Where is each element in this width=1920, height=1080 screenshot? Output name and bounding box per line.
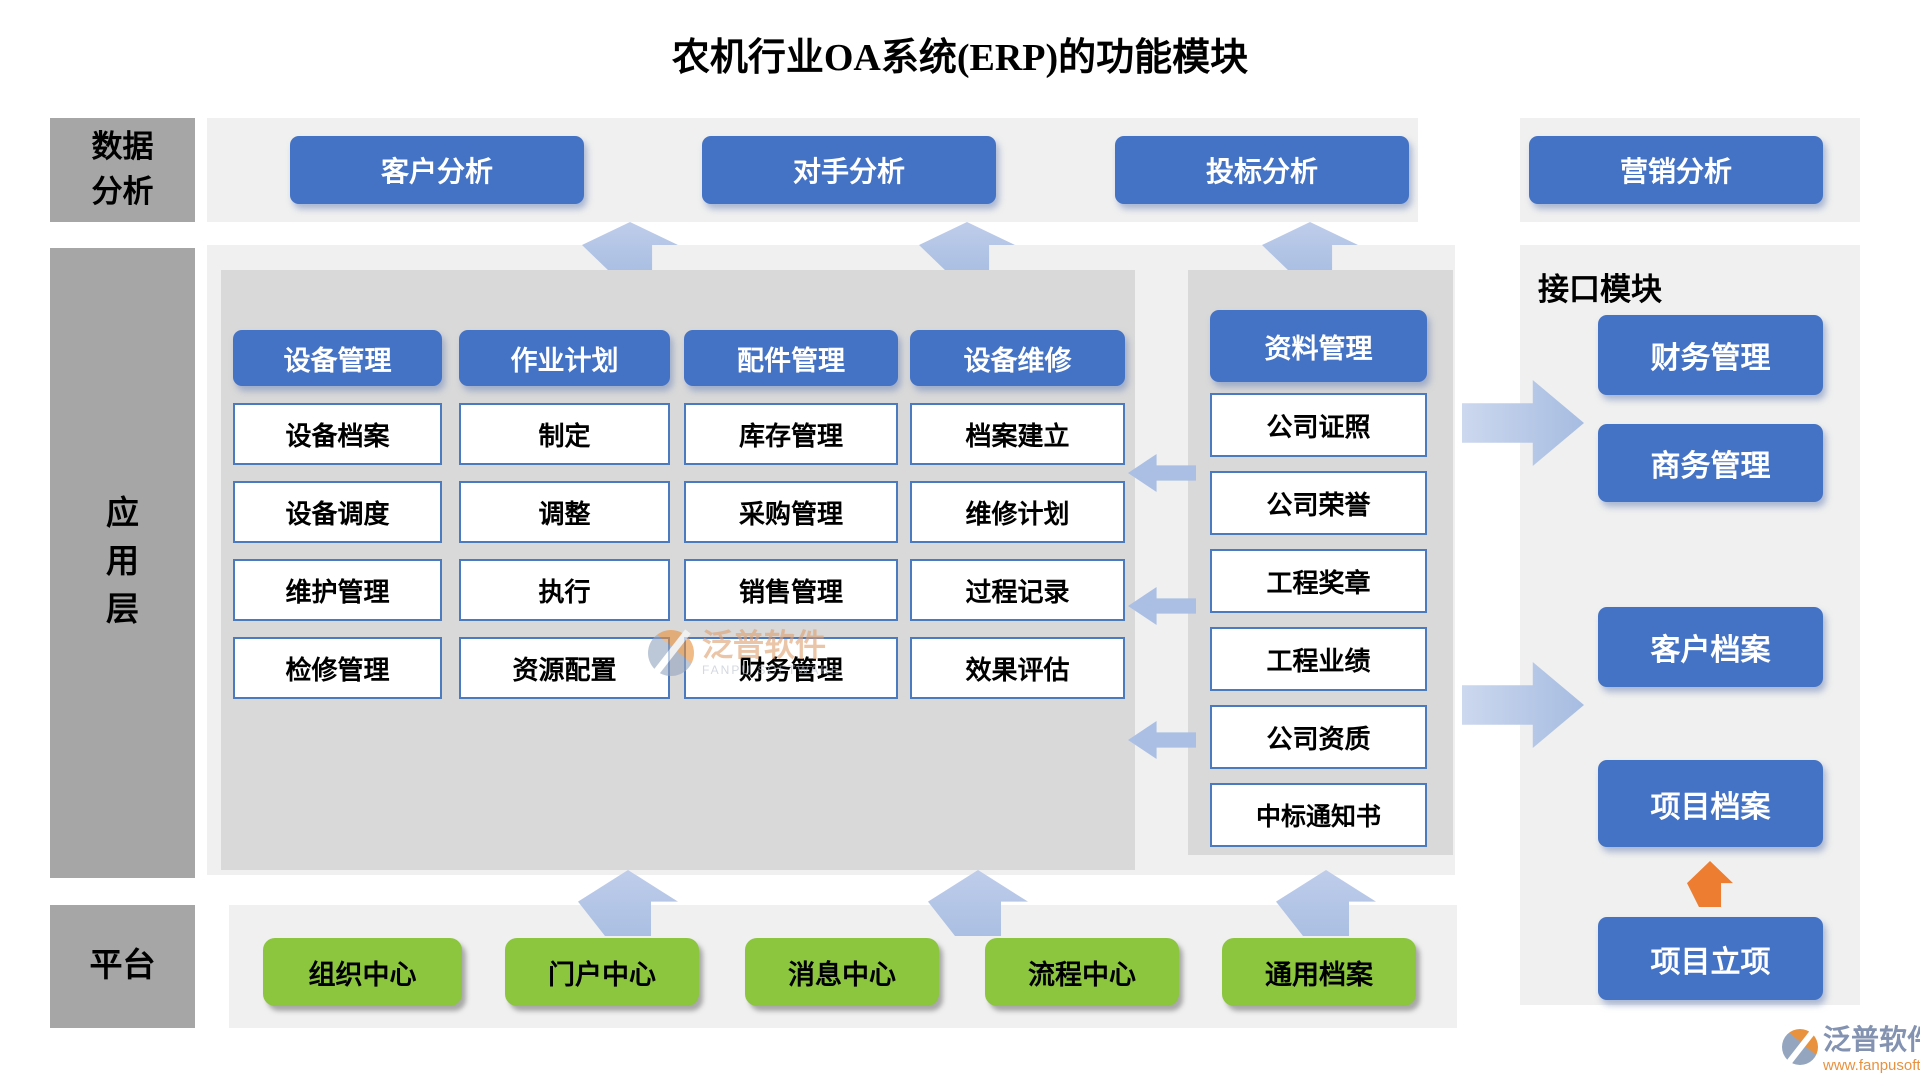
platform-button-process-center: 流程中心 — [985, 938, 1179, 1006]
diagram-title: 农机行业OA系统(ERP)的功能模块 — [671, 37, 1249, 79]
watermark-subtext: FANPU SOFTWARE — [702, 663, 841, 677]
interface-button-business: 商务管理 — [1598, 424, 1823, 502]
sidebar-label-text: 应用层 — [105, 496, 139, 628]
analysis-button-competitor: 对手分析 — [702, 136, 996, 204]
platform-button-portal-center: 门户中心 — [505, 938, 699, 1006]
platform-button-general-archive: 通用档案 — [1222, 938, 1416, 1006]
sidebar-label-platform: 平台 — [50, 905, 195, 1028]
sidebar-label-application-layer: 应用层 — [50, 248, 195, 878]
watermark-logo-icon — [648, 630, 694, 676]
module-box: 制定 — [459, 403, 670, 465]
column-header-equipment-repair: 设备维修 — [910, 330, 1125, 386]
module-box: 调整 — [459, 481, 670, 543]
module-box: 财务管理 — [684, 637, 898, 699]
module-box: 设备档案 — [233, 403, 442, 465]
module-box: 维护管理 — [233, 559, 442, 621]
sidebar-label-text: 平台 — [89, 947, 156, 984]
watermark-text: 泛普软件 — [702, 628, 826, 663]
column-header-parts-management: 配件管理 — [684, 330, 898, 386]
column-header-work-plan: 作业计划 — [459, 330, 670, 386]
analysis-button-bidding: 投标分析 — [1115, 136, 1409, 204]
sidebar-label-data-analysis: 数据分析 — [50, 118, 195, 222]
interface-button-project-archive: 项目档案 — [1598, 760, 1823, 847]
module-box: 维修计划 — [910, 481, 1125, 543]
module-box: 执行 — [459, 559, 670, 621]
fanpu-logo-icon — [1782, 1029, 1818, 1065]
center-watermark: 泛普软件 FANPU SOFTWARE — [648, 630, 841, 679]
module-box: 公司荣誉 — [1210, 471, 1427, 535]
module-box: 工程奖章 — [1210, 549, 1427, 613]
module-box: 公司证照 — [1210, 393, 1427, 457]
fanpu-logo-text: 泛普软件 — [1823, 1025, 1920, 1056]
analysis-button-customer: 客户分析 — [290, 136, 584, 204]
column-header-equipment-management: 设备管理 — [233, 330, 442, 386]
module-box: 档案建立 — [910, 403, 1125, 465]
module-box: 效果评估 — [910, 637, 1125, 699]
module-box: 检修管理 — [233, 637, 442, 699]
interface-button-customer-archive: 客户档案 — [1598, 607, 1823, 687]
analysis-button-marketing: 营销分析 — [1529, 136, 1823, 204]
module-box: 采购管理 — [684, 481, 898, 543]
fanpu-logo: 泛普软件 www.fanpusoft.com — [1782, 1025, 1920, 1075]
fanpu-logo-url: www.fanpusoft.com — [1823, 1056, 1920, 1074]
module-box: 工程业绩 — [1210, 627, 1427, 691]
interface-button-project-initiation: 项目立项 — [1598, 917, 1823, 1000]
module-box: 设备调度 — [233, 481, 442, 543]
sidebar-label-text: 数据分析 — [91, 129, 154, 209]
module-box: 资源配置 — [459, 637, 670, 699]
module-box: 中标通知书 — [1210, 783, 1427, 847]
module-box: 销售管理 — [684, 559, 898, 621]
interface-button-finance: 财务管理 — [1598, 315, 1823, 395]
platform-button-message-center: 消息中心 — [745, 938, 939, 1006]
module-box: 过程记录 — [910, 559, 1125, 621]
interface-panel-heading: 接口模块 — [1538, 272, 1662, 307]
module-box: 公司资质 — [1210, 705, 1427, 769]
module-box: 库存管理 — [684, 403, 898, 465]
column-header-data-management: 资料管理 — [1210, 310, 1427, 382]
platform-button-organization-center: 组织中心 — [263, 938, 462, 1006]
